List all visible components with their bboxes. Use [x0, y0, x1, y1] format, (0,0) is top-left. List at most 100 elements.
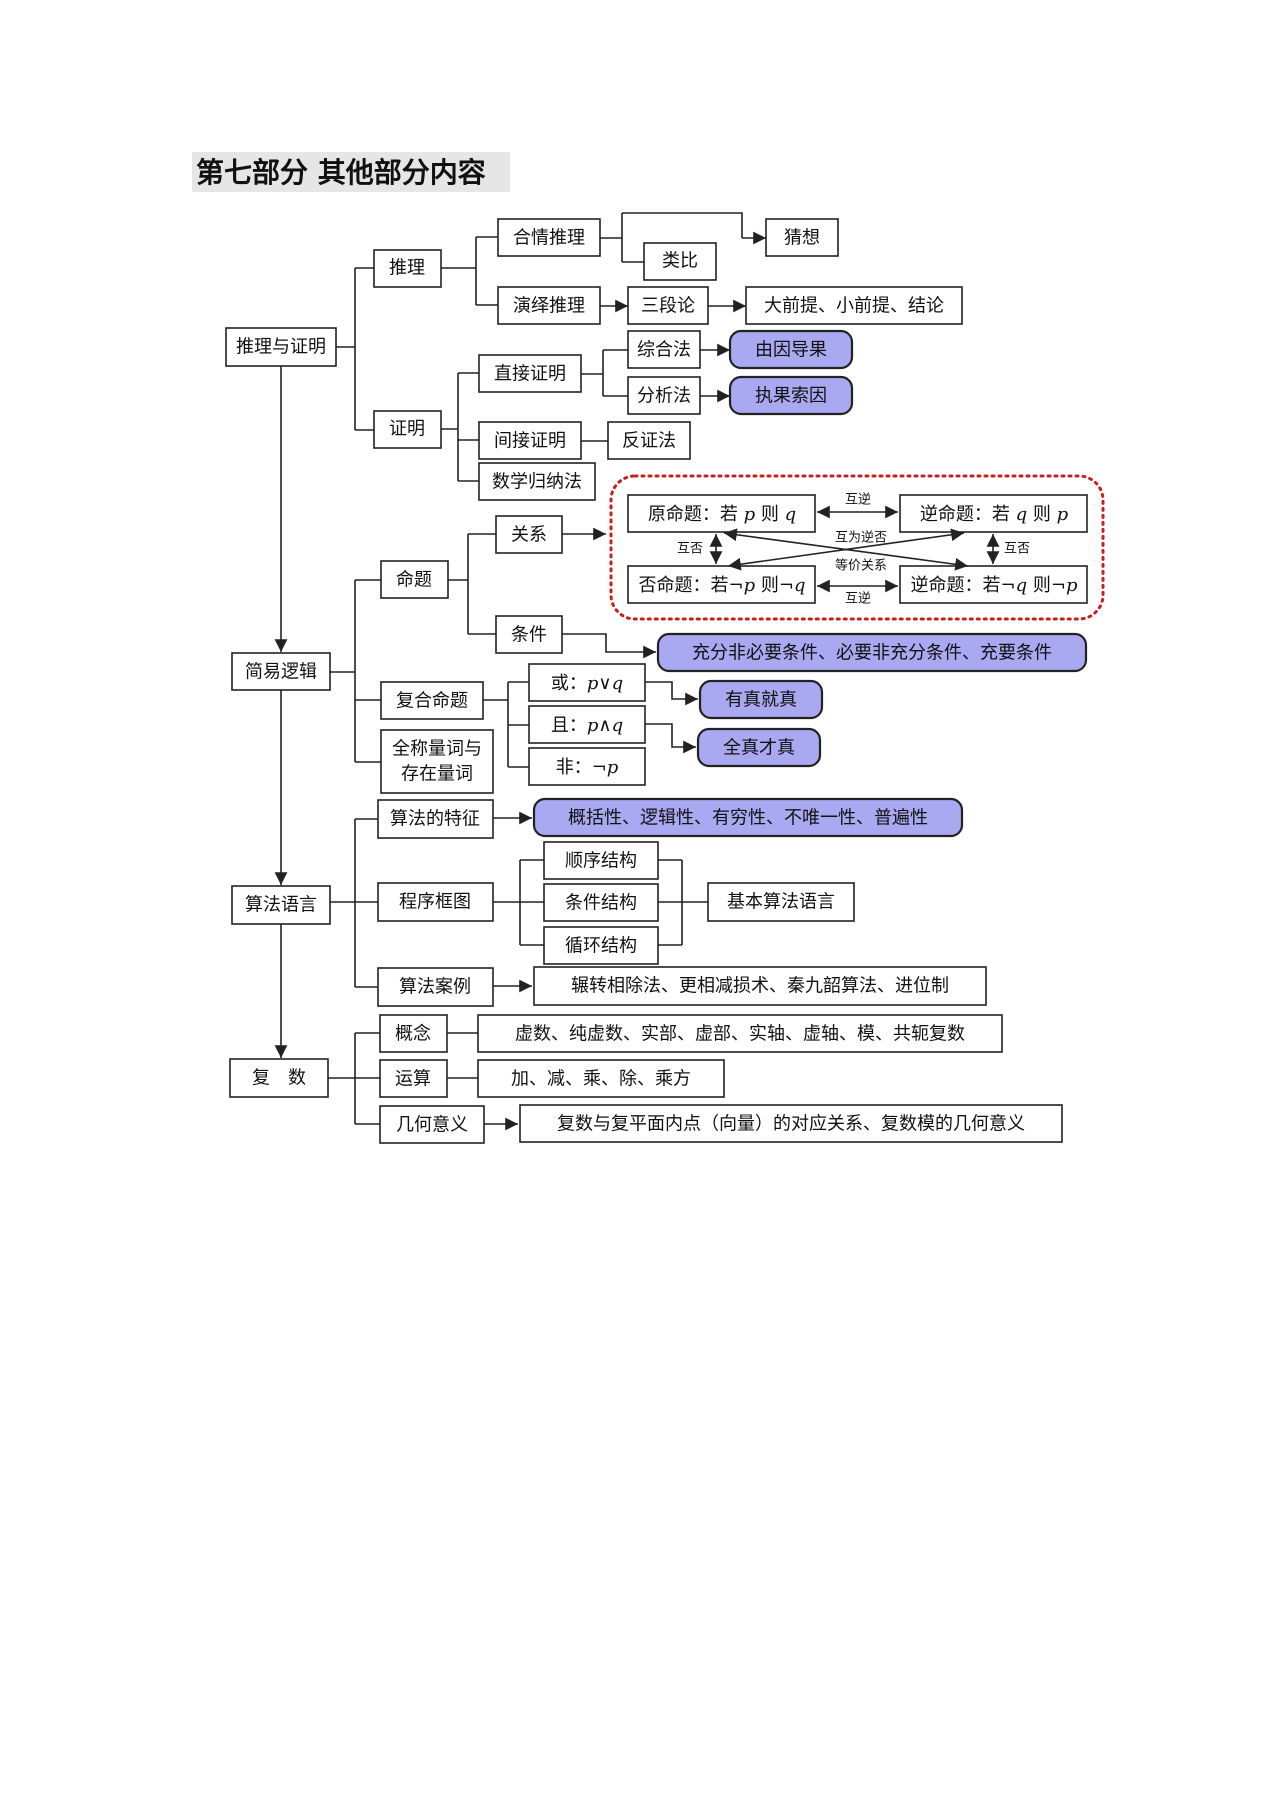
cases-list-box	[533, 966, 987, 1006]
compound-box	[380, 681, 484, 720]
analytic-note-box	[728, 375, 854, 416]
reasoning-proof-box	[225, 327, 337, 367]
math-induction-box	[478, 462, 596, 501]
syllogism-parts-box	[745, 286, 963, 325]
contrapositive-prop-label: 逆命题：若¬q 则¬p	[911, 575, 1078, 596]
operation-box	[379, 1059, 448, 1098]
synthetic-note-label: 由因导果	[755, 340, 827, 361]
and-note-arrow	[645, 723, 696, 754]
plausible-box	[497, 218, 601, 257]
contradiction-label: 反证法	[622, 431, 676, 452]
syllogism-label: 三段论	[641, 296, 695, 317]
features-note-label: 概括性、逻辑性、有穷性、不唯一性、普遍性	[568, 808, 928, 829]
original-prop-label: 原命题：若 p 则 q	[648, 504, 796, 525]
features-box	[377, 799, 494, 839]
and-label: 且：p∧q	[551, 715, 623, 736]
analytic-label: 分析法	[637, 386, 691, 407]
right-negation-label: 互否	[1004, 542, 1030, 557]
cases-label: 算法案例	[399, 977, 471, 998]
reasoning-bracket	[336, 267, 374, 431]
analogy-label: 类比	[662, 251, 698, 272]
or-expr: p∨q	[587, 673, 623, 694]
contrapositive-prop-prefix: 逆命题：若¬	[911, 575, 1016, 596]
logic-label: 简易逻辑	[245, 662, 317, 683]
proof-bracket	[441, 372, 479, 482]
deductive-box	[497, 286, 601, 325]
reasoning-proof-label: 推理与证明	[236, 337, 326, 358]
loop-label: 循环结构	[565, 936, 637, 957]
or-label: 或：p∨q	[551, 673, 623, 694]
deductive-label: 演绎推理	[513, 296, 585, 317]
contradiction-box	[607, 421, 691, 460]
synthetic-label: 综合法	[637, 340, 691, 361]
operation-list-label: 加、减、乘、除、乘方	[511, 1069, 691, 1090]
plausible-label: 合情推理	[513, 228, 585, 249]
flowchart-label: 程序框图	[399, 892, 471, 913]
algorithm-bracket	[330, 818, 378, 988]
concept-list-label: 虚数、纯虚数、实部、虚部、实轴、虚轴、模、共轭复数	[515, 1024, 965, 1045]
bottom-converse-label: 互逆	[845, 591, 871, 607]
left-negation-label: 互否	[677, 542, 703, 557]
analytic-note-label: 执果索因	[755, 386, 827, 407]
concept-list-box	[477, 1014, 1003, 1053]
logic-bracket	[330, 579, 381, 763]
and-note-box	[696, 727, 822, 768]
quantifier-line2: 存在量词	[401, 764, 473, 785]
quantifier-line1: 全称量词与	[392, 739, 482, 760]
quantifier-box	[380, 729, 494, 794]
and-prefix: 且：	[551, 715, 587, 736]
title-highlight	[192, 152, 510, 192]
proposition-label: 命题	[396, 570, 432, 591]
geometry-list-label: 复数与复平面内点（向量）的对应关系、复数模的几何意义	[557, 1114, 1025, 1135]
condition-label: 条件	[511, 625, 547, 646]
or-note-label: 有真就真	[725, 690, 797, 711]
contrapositive-prop-q: q	[1016, 575, 1028, 596]
not-expr: ¬p	[592, 757, 619, 778]
contrapositive-relation-label: 互为逆否	[835, 530, 887, 546]
converse-prop-label: 逆命题：若 q 则 p	[920, 504, 1069, 525]
syllogism-parts-label: 大前提、小前提、结论	[764, 296, 944, 317]
direct-proof-bracket	[581, 349, 628, 397]
or-prefix: 或：	[551, 673, 587, 694]
converse-prop-box	[899, 494, 1088, 533]
concept-box	[379, 1014, 448, 1053]
converse-prop-prefix: 逆命题：若	[920, 504, 1016, 525]
not-box	[528, 747, 646, 786]
compound-bracket	[483, 681, 529, 768]
complex-bracket	[328, 1032, 380, 1125]
analytic-box	[627, 376, 701, 415]
condition-box	[495, 615, 563, 654]
basic-language-box	[707, 882, 855, 922]
flowchart-box	[377, 882, 494, 922]
analogy-box	[643, 242, 717, 281]
conditional-label: 条件结构	[565, 893, 637, 914]
converse-prop-mid: 则	[1027, 504, 1056, 525]
inverse-prop-mid: 则¬	[755, 575, 794, 596]
original-prop-prefix: 原命题：若	[648, 504, 744, 525]
conjecture-box	[765, 218, 839, 257]
cases-list-label: 辗转相除法、更相减损术、秦九韶算法、进位制	[571, 976, 949, 997]
direct-proof-box	[478, 354, 582, 393]
original-prop-box	[627, 494, 816, 533]
equivalence-label: 等价关系	[835, 558, 887, 574]
complex-box	[229, 1058, 329, 1098]
indirect-proof-box	[478, 421, 582, 460]
operation-label: 运算	[395, 1069, 431, 1090]
synthetic-note-box	[728, 329, 854, 370]
or-note-box	[698, 679, 824, 720]
and-box	[528, 705, 646, 744]
contrapositive-prop-mid: 则¬	[1027, 575, 1066, 596]
plausible-bracket	[600, 213, 623, 262]
diagonal-arrow-2	[727, 528, 965, 571]
geometry-box	[379, 1105, 485, 1144]
relation-label: 关系	[511, 525, 547, 546]
math-induction-label: 数学归纳法	[492, 472, 582, 493]
infer-label: 推理	[389, 258, 425, 279]
sequential-box	[543, 841, 659, 880]
proof-label: 证明	[389, 419, 425, 440]
concept-label: 概念	[395, 1023, 431, 1045]
basic-language-label: 基本算法语言	[727, 892, 835, 913]
or-note-arrow	[645, 681, 698, 706]
condition-arrow	[562, 633, 656, 659]
structures-bracket	[658, 859, 708, 946]
